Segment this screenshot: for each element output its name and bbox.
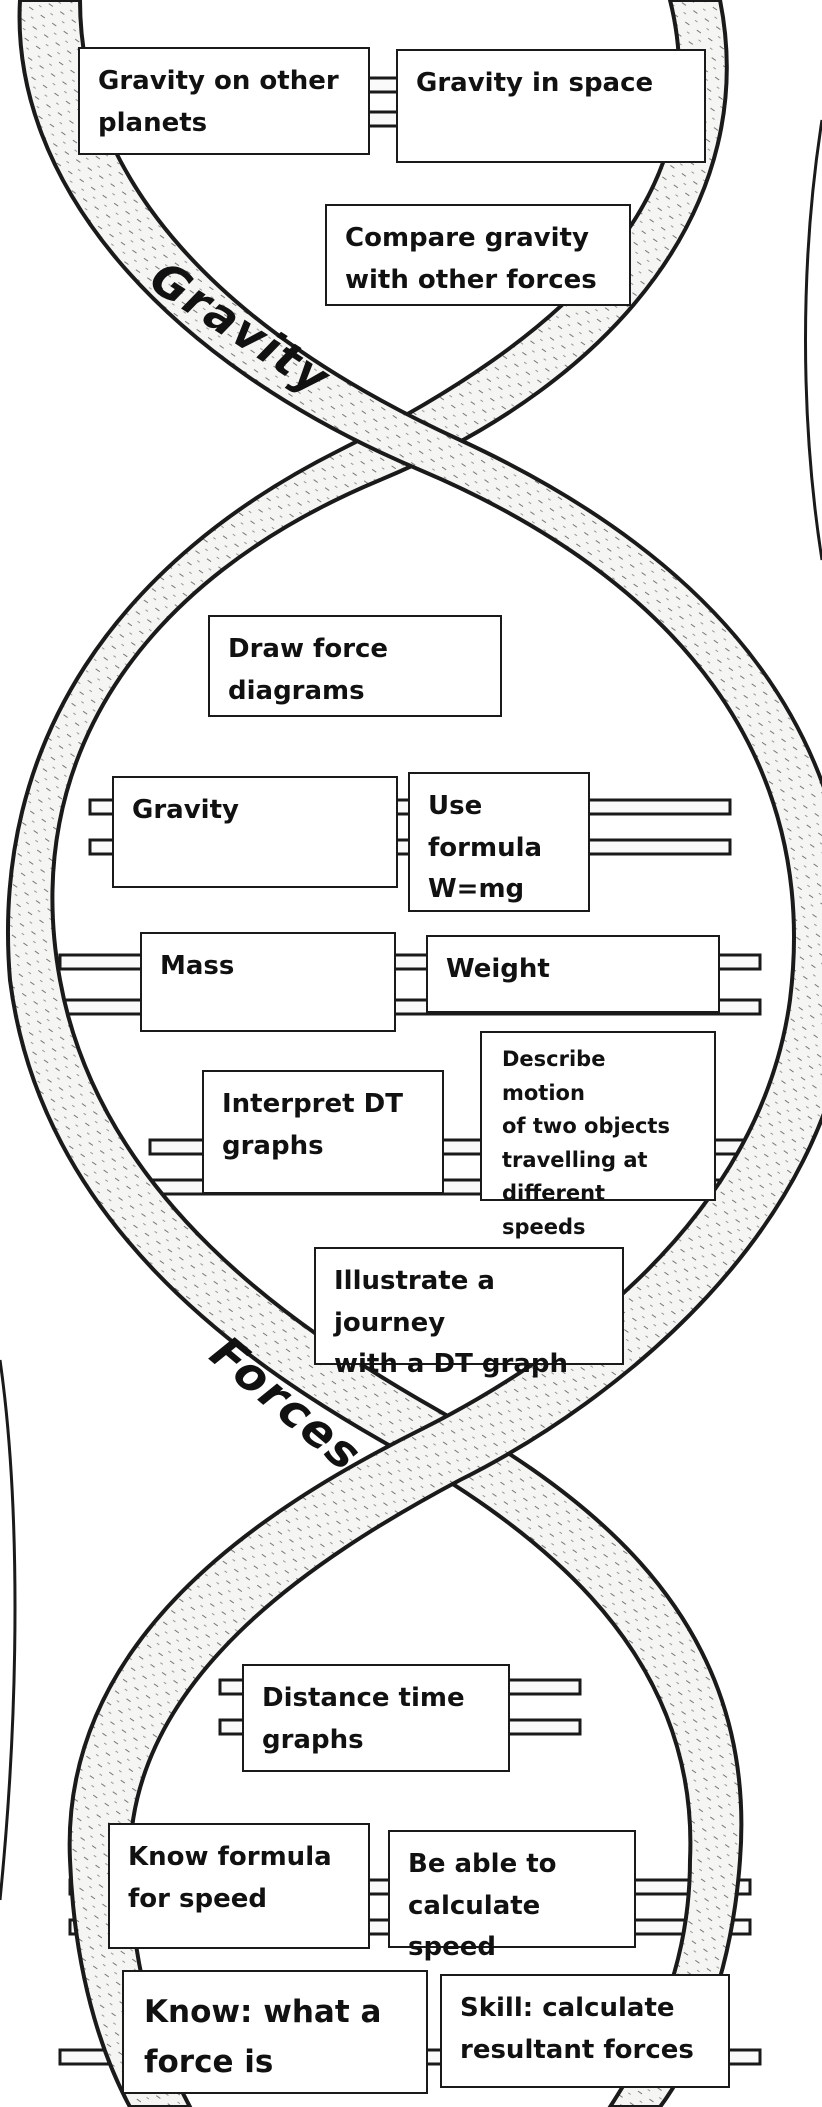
box-interpret-dt-graphs: Interpret DT graphs [202,1070,444,1194]
box-skill-calculate-resultant-forces: Skill: calculate resultant forces [440,1974,730,2088]
box-mass: Mass [140,932,396,1032]
box-gravity-in-space: Gravity in space [396,49,706,163]
box-illustrate-journey-dt-graph: Illustrate a journey with a DT graph [314,1247,624,1365]
box-weight: Weight [426,935,720,1013]
box-be-able-to-calculate-speed: Be able to calculate speed [388,1830,636,1948]
box-use-formula-w-mg: Use formula W=mg [408,772,590,912]
box-know-formula-for-speed: Know formula for speed [108,1823,370,1949]
box-draw-force-diagrams: Draw force diagrams [208,615,502,717]
box-know-what-a-force-is: Know: what a force is [122,1970,428,2094]
box-describe-motion-two-objects: Describe motion of two objects travellin… [480,1031,716,1201]
box-compare-gravity-with-other-forces: Compare gravity with other forces [325,204,631,306]
box-gravity: Gravity [112,776,398,888]
box-gravity-on-other-planets: Gravity on other planets [78,47,370,155]
box-distance-time-graphs: Distance time graphs [242,1664,510,1772]
